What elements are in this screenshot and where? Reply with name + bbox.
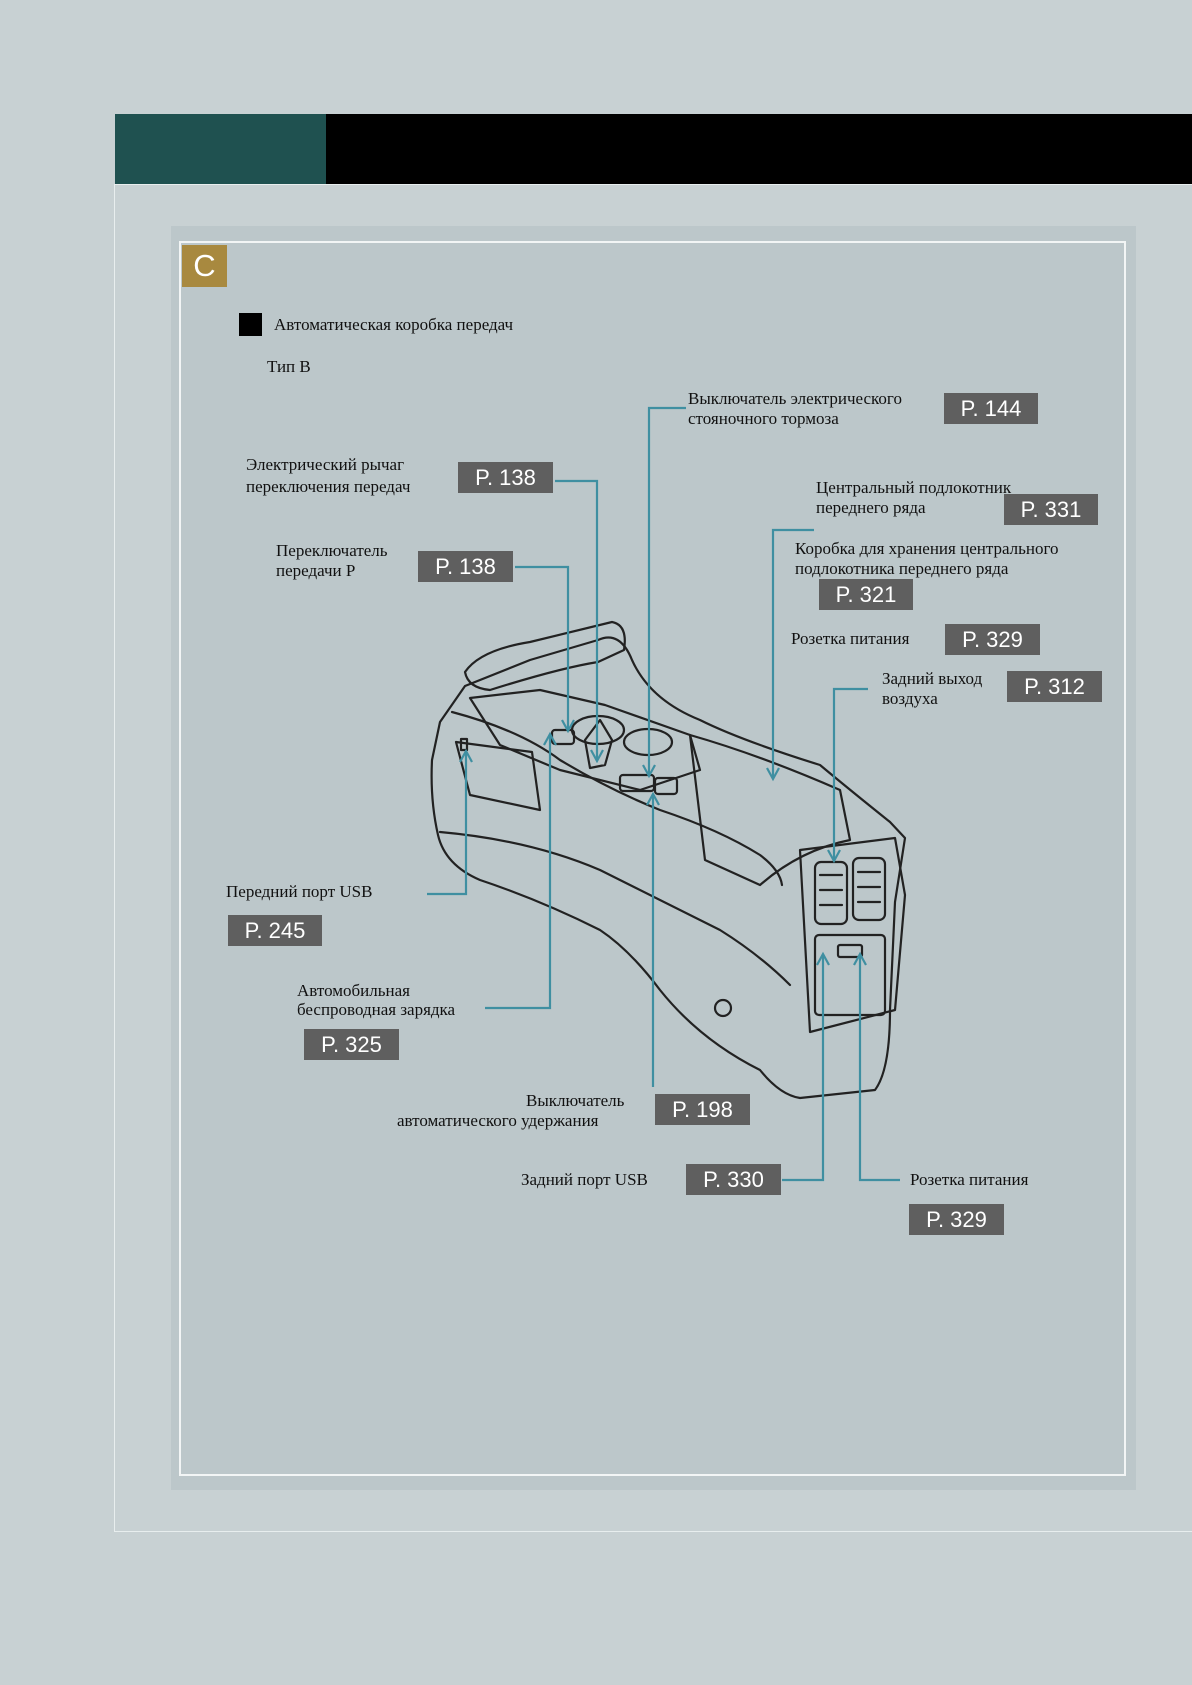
leader-rear-usb [782,955,825,1182]
callout-auto-hold-line2: автоматического удержания [397,1111,599,1130]
callout-wireless-line2: беспроводная зарядка [297,1000,456,1019]
callout-power-outlet-rear: Розетка питания [910,1170,1029,1189]
callout-auto-hold-line1: Выключатель [526,1091,625,1110]
leader-rear-vent [832,687,868,860]
callout-parking-brake-line2: стояночного тормоза [688,409,839,428]
ref-parking-brake[interactable]: P. 144 [944,393,1038,424]
callout-p-switch-line2: передачи P [276,561,356,580]
callout-p-switch-line1: Переключатель [276,541,388,560]
section-badge: C [182,245,227,287]
rear-vent-right [851,856,887,922]
ref-armrest-box[interactable]: P. 321 [819,579,913,610]
callout-front-usb: Передний порт USB [226,882,373,901]
usb-port-rear [836,943,864,959]
callout-rear-vent-line2: воздуха [882,689,938,708]
leader-rear-outlet [858,955,900,1182]
leader-armrest [771,528,814,778]
rear-face [798,836,907,1034]
console-lower-edge [438,830,792,987]
page-rule-left [114,184,115,1532]
ref-front-armrest[interactable]: P. 331 [1004,494,1098,525]
page-rule-bottom [114,1531,1192,1532]
callout-front-armrest-line2: переднего ряда [816,498,926,517]
heading-title: Автоматическая коробка передач [274,315,514,334]
ref-power-outlet-rear[interactable]: P. 329 [909,1204,1004,1235]
callout-armrest-box-line1: Коробка для хранения центрального [795,539,1059,558]
callout-parking-brake-line1: Выключатель электрического [688,389,902,408]
console-side-hole [713,998,733,1018]
ref-shift-lever[interactable]: P. 138 [458,462,553,493]
leader-front-usb [427,752,468,896]
callout-rear-usb: Задний порт USB [521,1170,648,1189]
heading-subtitle: Тип B [267,357,311,376]
ref-rear-usb[interactable]: P. 330 [686,1164,781,1195]
rear-compartment [813,933,887,1017]
ref-power-outlet-front[interactable]: P. 329 [945,624,1040,655]
callout-wireless-line1: Автомобильная [297,981,410,1000]
callout-shift-lever-line1: Электрический рычаг [246,455,405,474]
ref-wireless[interactable]: P. 325 [304,1029,399,1060]
rear-vent-left [813,860,849,926]
callout-armrest-box-line2: подлокотника переднего ряда [795,559,1009,578]
ref-rear-vent[interactable]: P. 312 [1007,671,1102,702]
ref-p-switch[interactable]: P. 138 [418,551,513,582]
ref-auto-hold[interactable]: P. 198 [655,1094,750,1125]
heading-bullet-icon [239,313,262,336]
leader-parking-brake [647,406,686,775]
header-tab [115,114,326,184]
page-rule-top [115,184,1192,185]
cupholder-tray [468,688,702,792]
console-body [430,636,907,1100]
callout-rear-vent-line1: Задний выход [882,669,983,688]
console-top-edge [450,710,784,887]
callout-power-outlet-front: Розетка питания [791,629,910,648]
usb-port-front [459,737,469,752]
ref-front-usb[interactable]: P. 245 [228,915,322,946]
content-panel-border [179,241,1126,1476]
armrest-box [688,733,852,887]
callout-front-armrest-line1: Центральный подлокотник [816,478,1012,497]
e-brake-button [653,776,679,796]
leader-wireless [485,735,552,1010]
callout-shift-lever-line2: переключения передач [246,477,411,496]
leader-shift-lever [555,479,599,760]
header-bar [326,114,1192,184]
leader-p-switch [515,565,570,730]
